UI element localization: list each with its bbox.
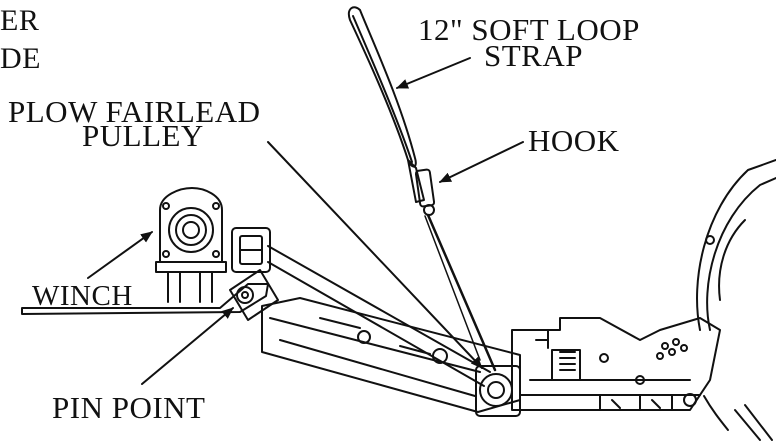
- pin-point-label: PIN POINT: [52, 390, 206, 425]
- plow-blade: [683, 159, 776, 441]
- plow-fairlead-pulley: [475, 365, 521, 417]
- hook-label: HOOK: [528, 123, 620, 158]
- pulley-label-line2: PULLEY: [82, 118, 204, 153]
- pin-point-bracket: [229, 269, 279, 321]
- hook-pointer-arrow: [439, 141, 524, 183]
- winch-label: WINCH: [32, 280, 133, 312]
- winch: [155, 187, 227, 303]
- winch-pointer-arrow: [87, 231, 153, 279]
- push-tube: [261, 297, 521, 413]
- pulley-pointer-arrow: [267, 141, 483, 369]
- strap-label-line2: STRAP: [484, 38, 583, 73]
- soft-loop-strap: [348, 6, 425, 203]
- roller-fairlead: [231, 227, 271, 273]
- top-left-text-line1: ER: [0, 4, 40, 37]
- plow-frame: [511, 317, 721, 411]
- cable-upper: [267, 245, 491, 373]
- strap-pointer-arrow: [396, 57, 471, 89]
- pulley-label-line1: PLOW FAIRLEAD: [8, 94, 261, 129]
- top-left-text-line2: DE: [0, 42, 41, 75]
- strap-label-line1: 12" SOFT LOOP: [418, 12, 640, 47]
- winch-cable: [426, 213, 497, 372]
- pin-point-pointer-arrow: [141, 307, 234, 385]
- mount-plate: [21, 283, 269, 315]
